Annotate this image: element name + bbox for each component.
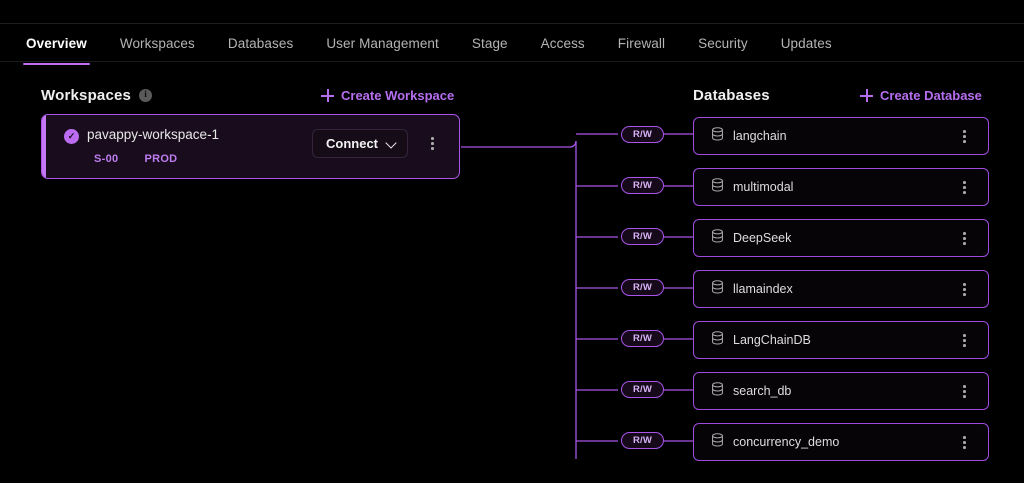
access-badge-rw: R/W — [621, 330, 664, 347]
database-name: DeepSeek — [733, 231, 792, 245]
tab-stage[interactable]: Stage — [471, 36, 508, 51]
chevron-down-icon — [387, 139, 396, 148]
database-icon — [694, 381, 724, 401]
main-tab-bar: Overview Workspaces Databases User Manageme… — [0, 23, 1024, 65]
create-database-button[interactable]: Create Database — [860, 88, 982, 103]
plus-icon — [860, 89, 873, 102]
access-badge-rw: R/W — [621, 177, 664, 194]
database-kebab-menu-icon[interactable] — [963, 181, 966, 194]
database-icon — [694, 279, 724, 299]
connect-button[interactable]: Connect — [312, 129, 408, 158]
database-icon — [694, 228, 724, 248]
create-workspace-label: Create Workspace — [341, 88, 455, 103]
workspace-kebab-menu-icon[interactable] — [431, 137, 434, 150]
workspaces-title: Workspaces — [41, 87, 132, 104]
create-workspace-button[interactable]: Create Workspace — [321, 88, 454, 103]
workspace-card[interactable]: ✓ pavappy-workspace-1 S-00 PROD Connect — [41, 114, 460, 179]
status-badge-env: PROD — [144, 153, 178, 165]
access-badge-rw: R/W — [621, 432, 664, 449]
workspace-badges: S-00 PROD — [94, 153, 177, 165]
database-card[interactable]: concurrency_demo — [693, 423, 989, 461]
create-database-label: Create Database — [880, 88, 982, 103]
info-icon[interactable]: i — [139, 89, 153, 102]
database-card[interactable]: multimodal — [693, 168, 989, 206]
connect-button-label: Connect — [326, 136, 378, 151]
database-card[interactable]: langchain — [693, 117, 989, 155]
tab-overview[interactable]: Overview — [23, 24, 90, 65]
workspace-name: pavappy-workspace-1 — [87, 127, 220, 142]
tab-updates[interactable]: Updates — [780, 36, 832, 51]
tab-user-management[interactable]: User Management — [326, 36, 439, 51]
database-name: concurrency_demo — [733, 435, 840, 449]
database-name: LangChainDB — [733, 333, 811, 347]
access-badge-rw: R/W — [621, 279, 664, 296]
database-kebab-menu-icon[interactable] — [963, 385, 966, 398]
database-name: langchain — [733, 129, 787, 143]
access-badge-rw: R/W — [621, 126, 664, 143]
database-kebab-menu-icon[interactable] — [963, 130, 966, 143]
access-badge-rw: R/W — [621, 381, 664, 398]
database-icon — [694, 330, 724, 350]
database-kebab-menu-icon[interactable] — [963, 436, 966, 449]
database-card[interactable]: llamaindex — [693, 270, 989, 308]
database-name: llamaindex — [733, 282, 793, 296]
database-icon — [694, 126, 724, 146]
databases-header: Databases — [693, 87, 770, 104]
database-name: multimodal — [733, 180, 794, 194]
database-card[interactable]: DeepSeek — [693, 219, 989, 257]
database-icon — [694, 432, 724, 452]
databases-title: Databases — [693, 87, 770, 104]
workspaces-header: Workspaces i — [41, 87, 153, 104]
database-card[interactable]: search_db — [693, 372, 989, 410]
tab-security[interactable]: Security — [698, 36, 748, 51]
tab-firewall[interactable]: Firewall — [617, 36, 666, 51]
database-icon — [694, 177, 724, 197]
database-name: search_db — [733, 384, 792, 398]
status-badge-size: S-00 — [94, 153, 119, 165]
access-badge-rw: R/W — [621, 228, 664, 245]
database-kebab-menu-icon[interactable] — [963, 232, 966, 245]
tab-access[interactable]: Access — [540, 36, 585, 51]
database-card[interactable]: LangChainDB — [693, 321, 989, 359]
database-kebab-menu-icon[interactable] — [963, 334, 966, 347]
tab-databases[interactable]: Databases — [227, 36, 294, 51]
check-circle-icon: ✓ — [64, 129, 79, 144]
tab-workspaces[interactable]: Workspaces — [119, 36, 195, 51]
plus-icon — [321, 89, 334, 102]
database-kebab-menu-icon[interactable] — [963, 283, 966, 296]
workspace-accent-bar — [42, 115, 46, 178]
